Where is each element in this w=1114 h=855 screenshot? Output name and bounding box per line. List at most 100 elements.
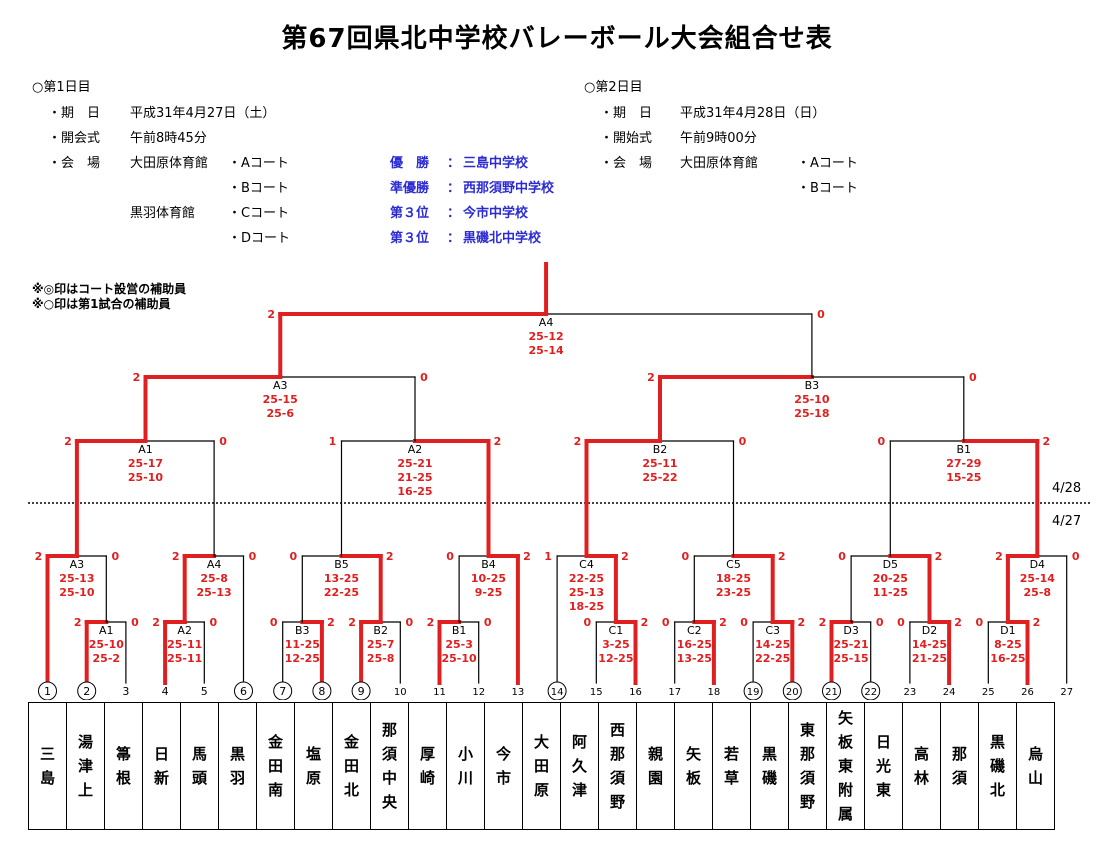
match-code: D2 bbox=[922, 624, 937, 637]
team-cell: 矢板 bbox=[674, 702, 713, 830]
result-label-1: 優 勝 bbox=[390, 156, 430, 171]
team-number: 14 bbox=[551, 687, 564, 698]
match-score: 25-17 bbox=[128, 457, 163, 470]
team-cell: 親園 bbox=[636, 702, 675, 830]
set-count-left: 0 bbox=[681, 550, 689, 563]
set-count-right: 0 bbox=[249, 550, 257, 563]
match-score: 11-25 bbox=[285, 638, 320, 651]
set-count-right: 2 bbox=[1033, 616, 1041, 629]
team-name: 金田北 bbox=[343, 733, 359, 799]
match-score: 25-22 bbox=[642, 471, 677, 484]
team-name: 黒羽 bbox=[229, 745, 245, 787]
team-name: 日光東 bbox=[875, 733, 891, 799]
result-sep-1: ： bbox=[447, 156, 461, 171]
set-count-right: 2 bbox=[719, 616, 727, 629]
match-score: 25-13 bbox=[569, 586, 604, 599]
set-count-right: 0 bbox=[420, 371, 428, 384]
result-team-4: 黒磯北中学校 bbox=[463, 231, 542, 246]
match-score: 16-25 bbox=[397, 485, 432, 498]
set-count-right: 0 bbox=[484, 616, 492, 629]
result-sep-2: ： bbox=[447, 181, 461, 196]
team-number: 20 bbox=[786, 687, 799, 698]
match-code: B5 bbox=[334, 558, 349, 571]
match-score: 25-2 bbox=[93, 652, 121, 665]
match-score: 14-25 bbox=[755, 638, 790, 651]
match-score: 8-25 bbox=[994, 638, 1022, 651]
match-score: 22-25 bbox=[324, 586, 359, 599]
team-number: 12 bbox=[472, 687, 485, 698]
team-number: 21 bbox=[825, 687, 838, 698]
match-score: 25-8 bbox=[1024, 586, 1052, 599]
team-cell: 厚崎 bbox=[408, 702, 447, 830]
set-count-right: 2 bbox=[935, 550, 943, 563]
match-score: 16-25 bbox=[677, 638, 712, 651]
team-number: 16 bbox=[629, 687, 642, 698]
result-team-1: 三島中学校 bbox=[463, 156, 529, 171]
match-score: 25-8 bbox=[367, 652, 395, 665]
team-cell: 矢板東附属 bbox=[826, 702, 865, 830]
team-cell: 日光東 bbox=[864, 702, 903, 830]
set-count-right: 2 bbox=[641, 616, 649, 629]
team-number: 10 bbox=[394, 687, 407, 698]
team-number: 19 bbox=[747, 687, 760, 698]
match-score: 25-21 bbox=[834, 638, 869, 651]
match-score: 23-25 bbox=[716, 586, 751, 599]
match-score: 12-25 bbox=[598, 652, 633, 665]
team-number: 15 bbox=[590, 687, 603, 698]
team-number-circle bbox=[822, 681, 841, 700]
team-name: 日新 bbox=[153, 745, 169, 787]
set-count-left: 0 bbox=[838, 550, 846, 563]
match-code: A2 bbox=[177, 624, 192, 637]
team-cell: 三島 bbox=[28, 702, 67, 830]
team-cell: 西那須野 bbox=[598, 702, 637, 830]
team-number: 4 bbox=[162, 685, 169, 698]
match-score: 25-13 bbox=[59, 572, 94, 585]
result-team-3: 今市中学校 bbox=[463, 206, 529, 221]
match-code: B1 bbox=[452, 624, 467, 637]
day1-date-label: ・期 日 bbox=[48, 106, 101, 121]
team-name: 小川 bbox=[457, 745, 473, 787]
team-name: 箒根 bbox=[115, 745, 131, 787]
match-code: A1 bbox=[99, 624, 114, 637]
day2-start-label: ・開始式 bbox=[600, 131, 653, 146]
result-sep-3: ： bbox=[447, 206, 461, 221]
match-score: 14-25 bbox=[912, 638, 947, 651]
set-count-left: 2 bbox=[574, 435, 582, 448]
day2-date: 平成31年4月28日（日） bbox=[680, 106, 826, 121]
match-score: 25-10 bbox=[442, 652, 478, 665]
match-score: 25-10 bbox=[128, 471, 164, 484]
team-name: 塩原 bbox=[305, 745, 321, 787]
team-name: 湯津上 bbox=[77, 733, 93, 799]
match-score: 15-25 bbox=[946, 471, 981, 484]
bracket-lines bbox=[45, 262, 1068, 685]
match-code: D1 bbox=[1000, 624, 1015, 637]
day1-date: 平成31年4月27日（土） bbox=[130, 106, 276, 121]
match-code: B3 bbox=[805, 379, 820, 392]
team-number: 2 bbox=[83, 685, 90, 698]
team-number: 25 bbox=[982, 687, 995, 698]
team-number-circle bbox=[547, 681, 567, 700]
result-sep-4: ： bbox=[447, 231, 461, 246]
match-code: A1 bbox=[138, 443, 153, 456]
team-cell: 高林 bbox=[902, 702, 941, 830]
team-name: 三島 bbox=[39, 745, 55, 787]
match-score: 25-15 bbox=[263, 393, 298, 406]
team-cell: 若草 bbox=[712, 702, 751, 830]
set-count-right: 2 bbox=[523, 550, 531, 563]
team-name: 西那須野 bbox=[609, 721, 625, 811]
match-score: 10-25 bbox=[471, 572, 506, 585]
day1-court-c: ・Cコート bbox=[228, 206, 290, 221]
day2-heading: ○第2日目 bbox=[584, 80, 643, 95]
team-name: 親園 bbox=[647, 745, 663, 787]
day1-venue-label: ・会 場 bbox=[48, 156, 101, 171]
match-score: 13-25 bbox=[677, 652, 712, 665]
match-code: A3 bbox=[273, 379, 288, 392]
set-count-left: 0 bbox=[877, 435, 885, 448]
team-cell: 黒磯 bbox=[750, 702, 789, 830]
match-score: 25-14 bbox=[1020, 572, 1056, 585]
team-cell: 東那須野 bbox=[788, 702, 827, 830]
match-code: D4 bbox=[1030, 558, 1045, 571]
day1-venue-2: 黒羽体育館 bbox=[130, 206, 196, 221]
team-cell: 湯津上 bbox=[66, 702, 105, 830]
match-score: 25-11 bbox=[167, 652, 202, 665]
